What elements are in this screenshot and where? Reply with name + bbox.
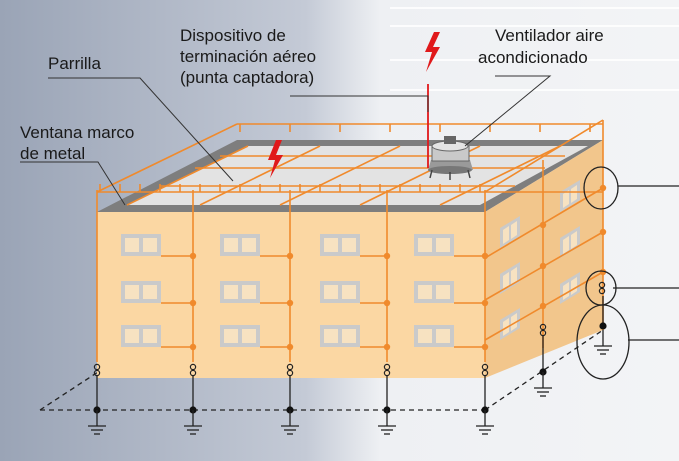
test-joint-icon <box>481 369 489 377</box>
junction-dot <box>539 221 547 229</box>
junction-dot <box>481 299 489 307</box>
window-pane <box>418 329 432 343</box>
label-dispositivo-line1: Dispositivo de <box>180 26 286 45</box>
leader-lines <box>20 75 552 206</box>
side-window-pane <box>563 190 569 208</box>
window-pane <box>224 285 238 299</box>
detail-circle-roof-joint <box>583 166 619 210</box>
window-pane <box>242 285 256 299</box>
leader-parrilla <box>48 77 234 182</box>
window-pane <box>143 238 157 252</box>
junction-dot <box>383 343 391 351</box>
side-window-pane <box>511 267 517 285</box>
junction-dot <box>599 228 607 236</box>
window-pane <box>242 238 256 252</box>
junction-dot <box>189 343 197 351</box>
window-pane <box>418 238 432 252</box>
label-parrilla: Parrilla <box>48 54 101 73</box>
junction-dot <box>599 184 607 192</box>
window-pane <box>125 238 139 252</box>
junction-dot <box>189 299 197 307</box>
test-joint-icon <box>383 363 391 371</box>
test-joint-icon <box>598 287 606 295</box>
window-pane <box>342 329 356 343</box>
junction-dot <box>286 252 294 260</box>
side-window-pane <box>503 226 509 244</box>
junction-dot <box>383 299 391 307</box>
side-window-pane <box>511 221 517 239</box>
side-window-pane <box>563 236 569 254</box>
window-pane <box>224 329 238 343</box>
test-joint-icon <box>481 363 489 371</box>
junction-dot <box>481 252 489 260</box>
test-joint-icon <box>539 323 547 331</box>
earth-node <box>599 322 607 330</box>
label-dispositivo-line3: (punta captadora) <box>180 68 314 87</box>
lightning-bolt-icon <box>268 140 283 178</box>
window-pane <box>324 285 338 299</box>
side-window-pane <box>571 277 577 295</box>
test-joint-icon <box>93 363 101 371</box>
test-joint-icon <box>189 363 197 371</box>
test-joint-icon <box>383 369 391 377</box>
test-joint-icon <box>93 369 101 377</box>
roof-top <box>127 146 588 205</box>
side-window-pane <box>511 313 517 331</box>
rooftop-fan-icon <box>428 136 473 180</box>
window-pane <box>436 329 450 343</box>
junction-dot <box>481 343 489 351</box>
window-pane <box>143 329 157 343</box>
label-ventilador-line2: acondicionado <box>478 48 588 67</box>
window-pane <box>224 238 238 252</box>
label-ventilador-line1: Ventilador aire <box>495 26 604 45</box>
junction-dot <box>286 343 294 351</box>
front-windows <box>121 234 454 347</box>
window-pane <box>125 285 139 299</box>
roof-rail <box>96 123 238 193</box>
window-pane <box>342 285 356 299</box>
window-pane <box>242 329 256 343</box>
test-joint-icon <box>286 363 294 371</box>
label-dispositivo-line2: terminación aéreo <box>180 47 316 66</box>
window-pane <box>143 285 157 299</box>
leader-ventana <box>20 161 126 206</box>
window-pane <box>324 238 338 252</box>
label-ventana-line2: de metal <box>20 144 85 163</box>
test-joint-icon <box>539 329 547 337</box>
label-ventana-line1: Ventana marco <box>20 123 134 142</box>
conductor-junctions <box>93 184 607 377</box>
window-pane <box>418 285 432 299</box>
background-stripes <box>390 7 679 91</box>
window-pane <box>342 238 356 252</box>
junction-dot <box>189 252 197 260</box>
window-pane <box>324 329 338 343</box>
junction-dot <box>383 252 391 260</box>
window-pane <box>125 329 139 343</box>
ground-symbols <box>88 296 612 435</box>
junction-dot <box>286 299 294 307</box>
junction-dot <box>539 302 547 310</box>
side-window-pane <box>563 282 569 300</box>
lightning-bolt-icon <box>425 32 440 72</box>
window-pane <box>436 285 450 299</box>
junction-dot <box>539 262 547 270</box>
side-window-pane <box>503 272 509 290</box>
leader-ventilador <box>464 75 552 147</box>
window-pane <box>436 238 450 252</box>
side-windows <box>500 180 580 340</box>
side-window-pane <box>571 231 577 249</box>
side-window-pane <box>571 185 577 203</box>
test-joint-icon <box>598 281 606 289</box>
test-joint-icon <box>189 369 197 377</box>
leader-dispositivo <box>290 95 429 112</box>
test-joint-icon <box>286 369 294 377</box>
